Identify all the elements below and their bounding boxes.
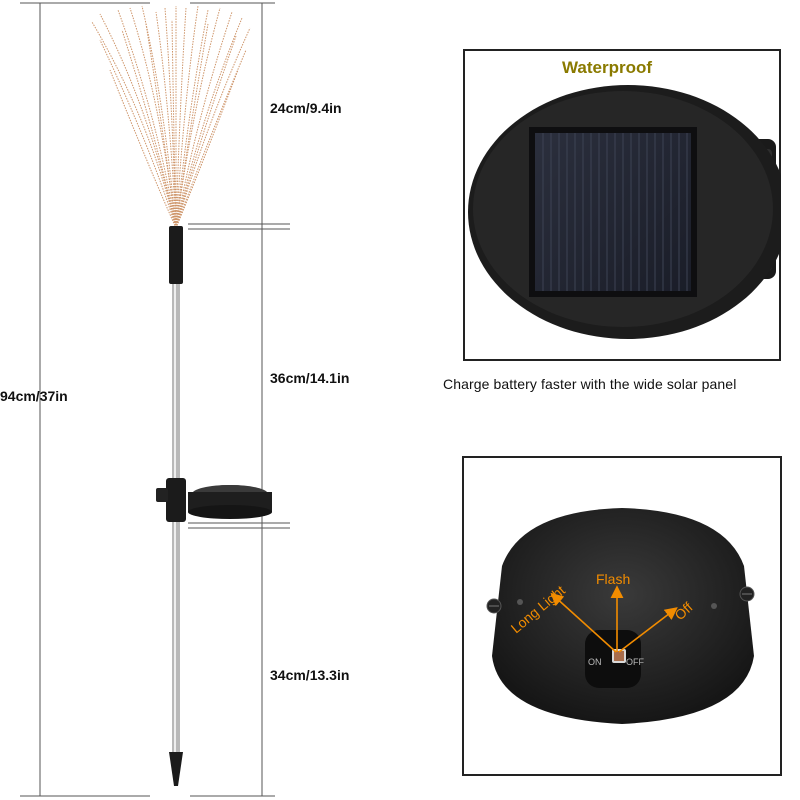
bottom-section-label: 34cm/13.3in [270,667,350,683]
switch-on-label: ON [588,657,602,667]
switch-off-label: OFF [626,657,644,667]
switch-panel-image: Long Light Flash Off ON OFF [486,508,755,724]
mode-flash-label: Flash [596,571,630,587]
top-section-label: 24cm/9.4in [270,100,342,116]
total-height-label: 94cm/37in [0,388,68,404]
firework-wires [91,5,251,229]
waterproof-heading: Waterproof [562,58,653,77]
section-bracket [188,2,290,797]
product-dimension-diagram [20,2,290,797]
mode-arrows [550,585,678,653]
total-height-bracket [20,2,150,797]
middle-section-label: 36cm/14.1in [270,370,350,386]
solar-panel-caption: Charge battery faster with the wide sola… [443,376,737,392]
light-stake [156,226,272,786]
solar-panel-image [468,85,781,339]
